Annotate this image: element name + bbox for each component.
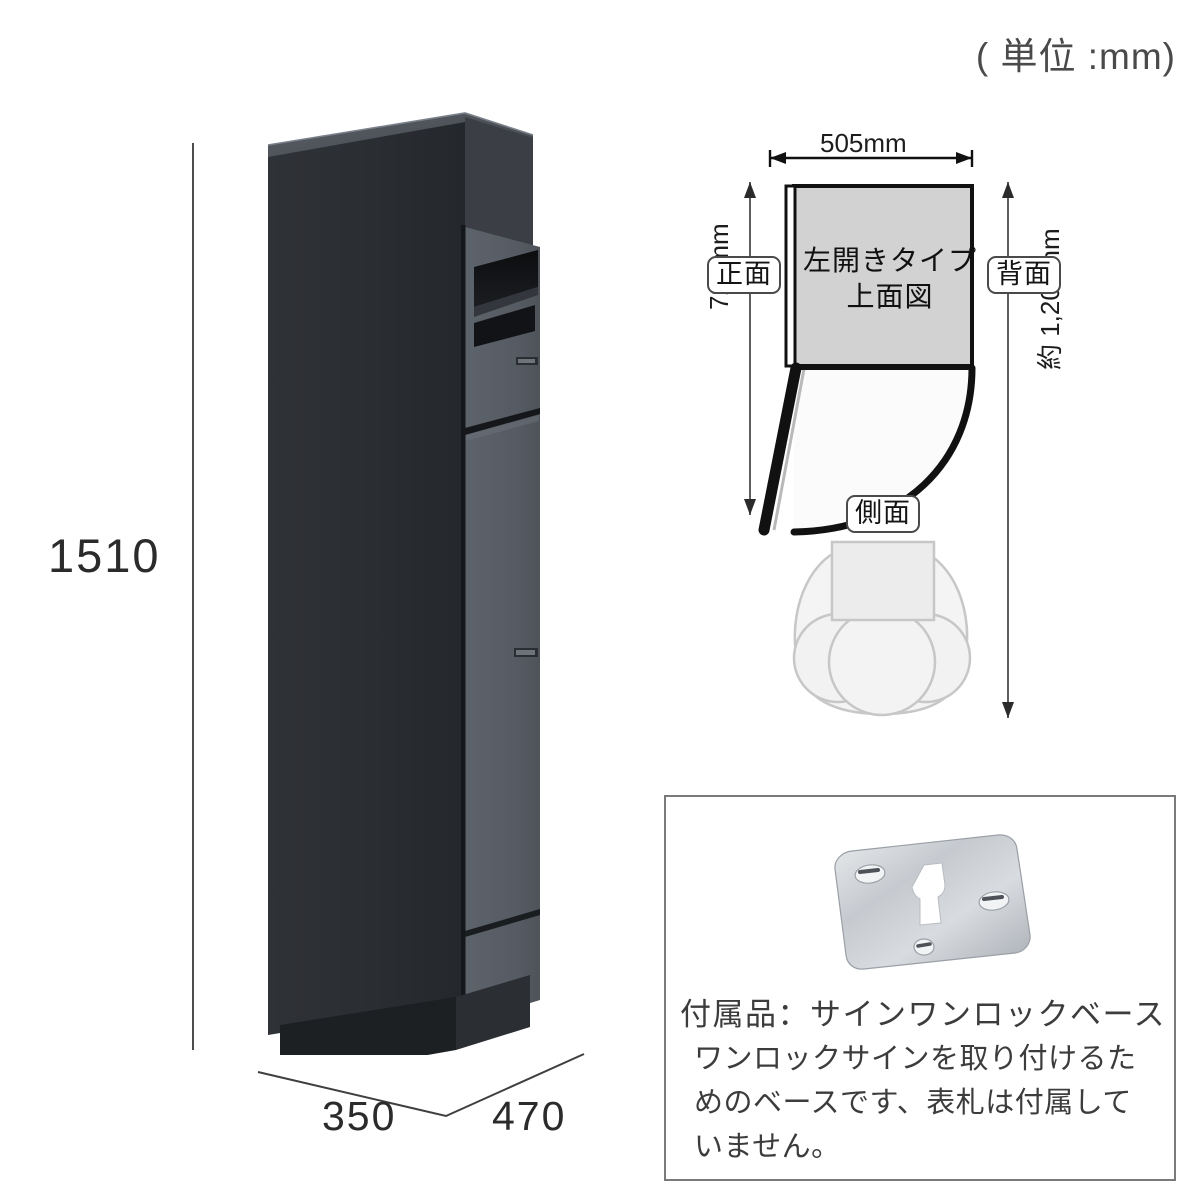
accessory-title: 付属品：サインワンロックベース xyxy=(680,997,1166,1032)
accessory-description: ワンロックサインを取り付けるためのベースです、表札は付属していません。 xyxy=(694,1043,1137,1164)
top-view-width-label: 505mm xyxy=(820,128,907,158)
width-dimension-label: 470 xyxy=(492,1093,567,1139)
mail-slot-lower-lip xyxy=(474,305,535,347)
plan-door-leaf-open xyxy=(758,362,802,536)
width-dimension-arrow xyxy=(768,150,974,167)
cabinet-plinth-side xyxy=(456,975,530,1050)
plan-door-leaf-closed xyxy=(784,184,797,368)
top-view-clearance-label: 約 1,200mm xyxy=(1035,228,1065,370)
badge-front-face: 正面 xyxy=(707,256,781,295)
cabinet-product-illustration xyxy=(267,112,540,1055)
badge-rear-face: 背面 xyxy=(987,256,1061,295)
depth-dimension-label: 350 xyxy=(322,1093,397,1139)
mail-slot xyxy=(474,250,538,307)
sign-one-lock-base-plate-image xyxy=(834,834,1031,970)
unit-note: ( 単位 :mm) xyxy=(975,36,1176,77)
upper-door-lock xyxy=(516,357,538,365)
cabinet-door-seam xyxy=(461,225,466,1025)
cabinet-plinth-front xyxy=(280,997,456,1055)
depth-dimension-lines xyxy=(257,1053,585,1118)
height-dimension-label: 1510 xyxy=(48,529,161,582)
plan-person-figure xyxy=(792,540,972,717)
door-divider-upper xyxy=(465,408,540,435)
top-view-diagram xyxy=(744,150,1014,718)
top-view-caption-line1: 左開きタイプ xyxy=(802,245,977,276)
top-view-caption-line2: 上面図 xyxy=(846,280,934,312)
plan-door-swing-area xyxy=(794,368,972,530)
height-dimension-line xyxy=(192,143,194,1050)
door-divider-lower xyxy=(465,909,540,937)
top-view-caption: 左開きタイプ 上面図 xyxy=(800,243,980,315)
accessory-info-box: 付属品：サインワンロックベース ワンロックサインを取り付けるためのベースです、表… xyxy=(664,795,1176,1181)
plate-keyhole xyxy=(911,862,946,926)
lower-door-lock xyxy=(514,648,538,657)
cabinet-front-panel xyxy=(268,122,465,1035)
badge-side-face: 側面 xyxy=(846,495,920,534)
plan-door-swing-arc xyxy=(790,364,976,536)
